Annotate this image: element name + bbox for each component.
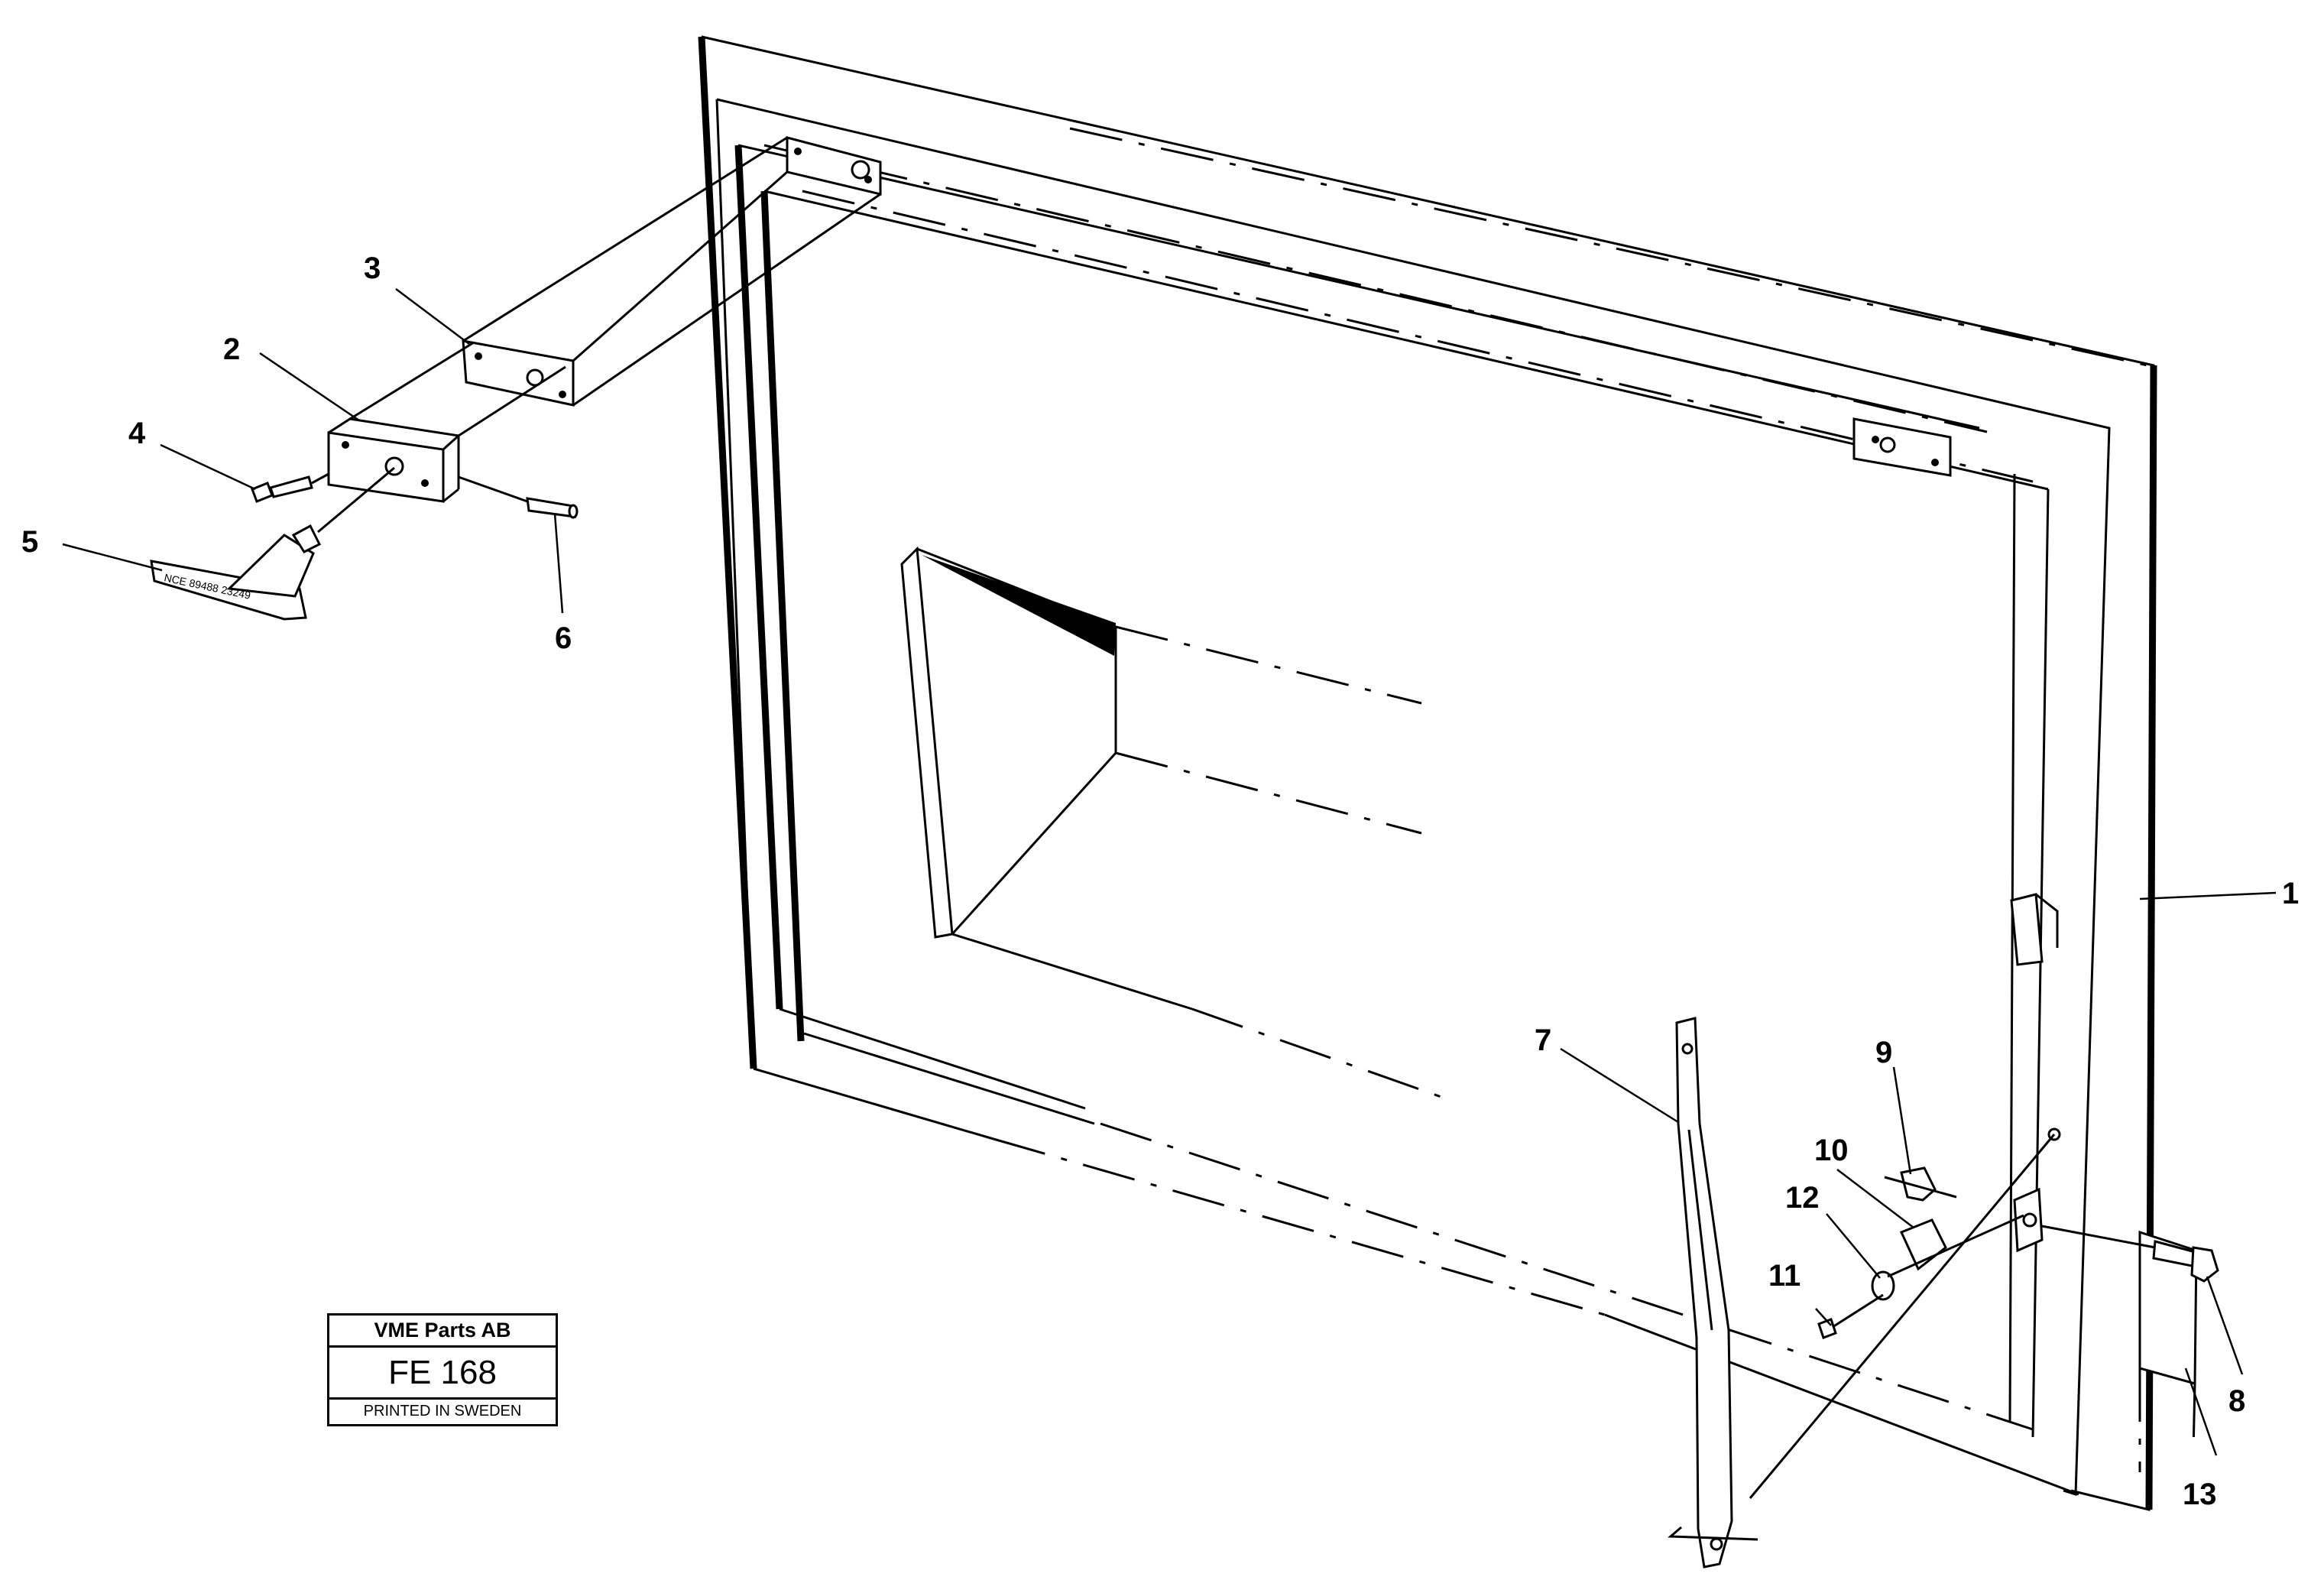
stay-arm xyxy=(1668,1017,1758,1569)
hinge-assembly xyxy=(1749,1127,2219,1499)
callout-12: 12 xyxy=(1785,1181,1820,1215)
callout-11: 11 xyxy=(1768,1259,1801,1293)
leader-lines xyxy=(62,288,2277,1456)
callout-5: 5 xyxy=(21,525,38,559)
callout-2: 2 xyxy=(223,333,240,366)
callout-labels: 1 2 3 4 5 6 7 8 9 10 11 12 13 xyxy=(21,251,2299,1511)
callout-1: 1 xyxy=(2282,877,2299,910)
callout-6: 6 xyxy=(555,621,572,655)
callout-4: 4 xyxy=(128,417,146,450)
callout-8: 8 xyxy=(2228,1384,2245,1418)
lock-housing xyxy=(327,341,566,503)
frame-hook xyxy=(2010,893,2059,966)
top-bracket xyxy=(462,136,882,407)
frame-recess xyxy=(900,546,1453,1102)
window-frame xyxy=(698,35,2157,1511)
callout-10: 10 xyxy=(1814,1134,1849,1167)
frame-mounting-plate xyxy=(1852,417,1952,477)
title-printed: PRINTED IN SWEDEN xyxy=(363,1403,522,1419)
title-company: VME Parts AB xyxy=(329,1316,556,1348)
callout-7: 7 xyxy=(1535,1024,1551,1057)
callout-13: 13 xyxy=(2183,1478,2217,1511)
screw-part-4 xyxy=(251,472,329,503)
callout-9: 9 xyxy=(1875,1036,1892,1069)
title-code: FE 168 xyxy=(329,1348,556,1400)
title-block: VME Parts AB FE 168 PRINTED IN SWEDEN xyxy=(327,1313,558,1426)
pin-part-6 xyxy=(458,475,579,519)
callout-3: 3 xyxy=(364,251,381,285)
